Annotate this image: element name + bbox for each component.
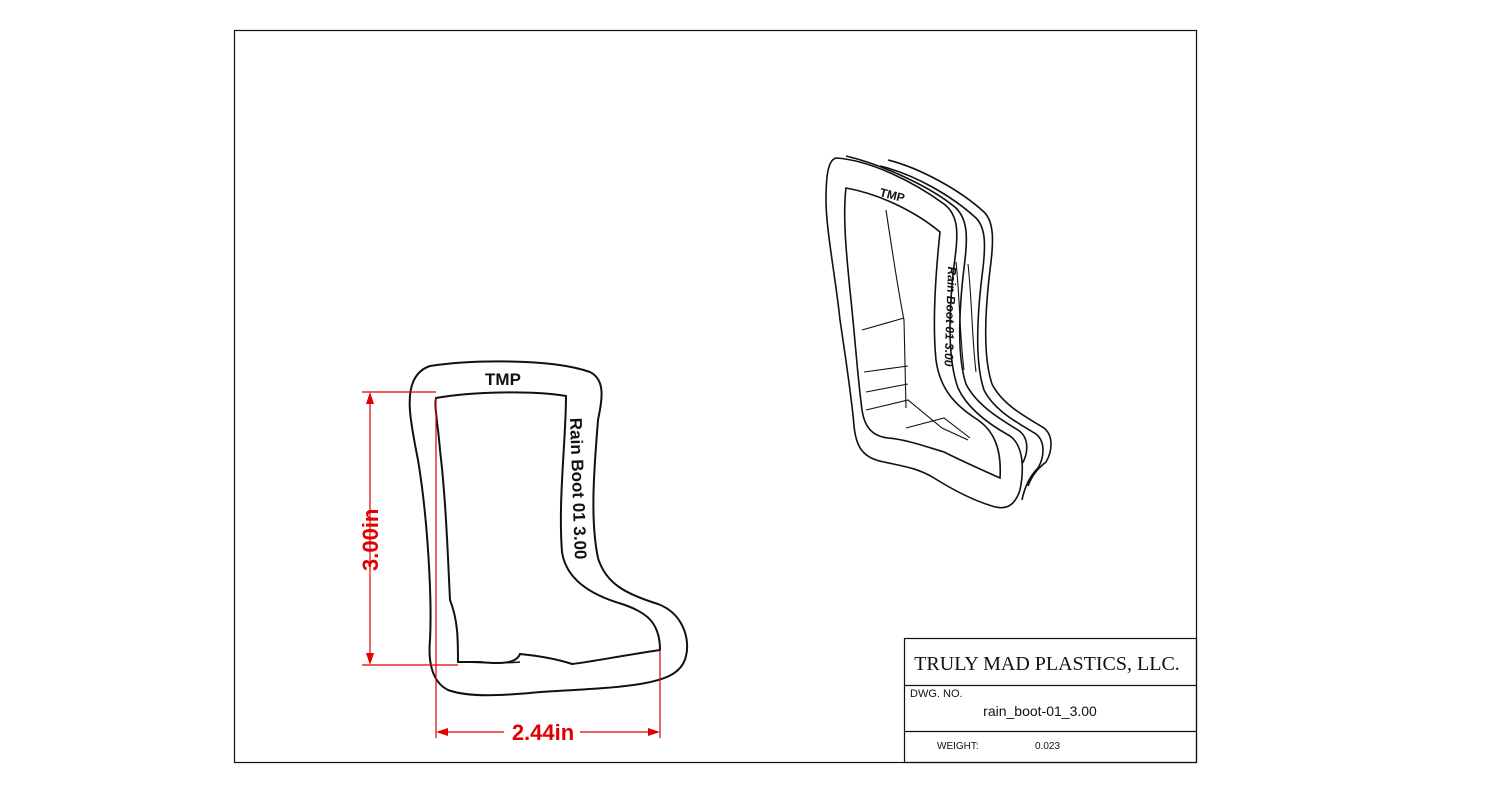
isometric-inner-wall-2 (861, 317, 909, 393)
isometric-inner-wall-1 (885, 209, 907, 409)
isometric-inner-floor (865, 399, 971, 441)
title-block-dwg-no-label: DWG. NO. (910, 688, 963, 700)
isometric-back-layer-1 (845, 155, 1028, 465)
dimension-width (435, 398, 661, 738)
dimension-height (362, 391, 458, 666)
front-view-heel-line (457, 661, 521, 664)
dimension-height-label: 3.00in (358, 509, 383, 571)
front-view-emboss-side: Rain Boot 01 3.00 (566, 417, 590, 559)
isometric-outer-outline (825, 157, 1024, 509)
dimension-height-arrow-top (366, 392, 374, 404)
isometric-emboss-side: Rain Boot 01 3.00 (942, 265, 959, 368)
title-block-company: TRULY MAD PLASTICS, LLC. (914, 653, 1180, 675)
front-view-inner-outline (434, 391, 662, 666)
title-block-dwg-no-value: rain_boot-01_3.00 (983, 703, 1097, 719)
title-block-frame (903, 637, 1198, 764)
isometric-view (825, 155, 1052, 509)
isometric-inner-outline (843, 187, 1002, 480)
front-view-emboss-top: TMP (485, 370, 521, 389)
dimension-width-label: 2.44in (512, 720, 574, 745)
title-block (903, 637, 1198, 764)
isometric-back-layer-3 (887, 159, 1052, 487)
isometric-back-layer-2 (879, 165, 1044, 501)
isometric-emboss-top: TMP (878, 185, 906, 205)
front-view-outer-outline (408, 360, 689, 697)
title-block-weight-label: WEIGHT: (937, 741, 979, 752)
front-view (408, 360, 689, 697)
dimension-width-arrow-left (436, 728, 448, 736)
dimension-height-arrow-bottom (366, 653, 374, 665)
isometric-side-strips (955, 261, 977, 373)
title-block-weight-value: 0.023 (1035, 741, 1060, 752)
sheet-border (233, 29, 1198, 764)
dimension-width-arrow-right (648, 728, 660, 736)
